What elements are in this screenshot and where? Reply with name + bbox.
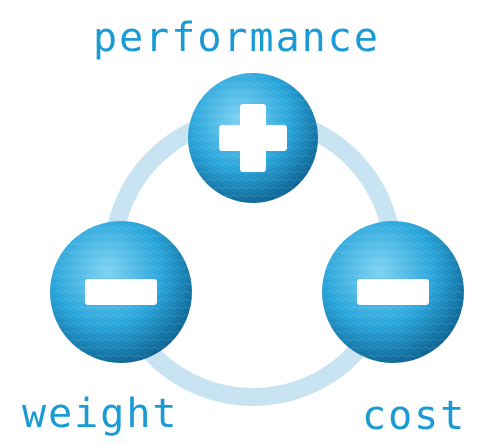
plus-icon [219, 104, 287, 172]
minus-icon [357, 279, 429, 305]
minus-icon [85, 279, 157, 305]
weight-label: weight [22, 391, 179, 437]
cost-node [322, 221, 464, 363]
cost-label: cost [362, 393, 467, 439]
performance-label: performance [93, 15, 380, 61]
performance-node [188, 73, 318, 203]
weight-node [50, 221, 192, 363]
